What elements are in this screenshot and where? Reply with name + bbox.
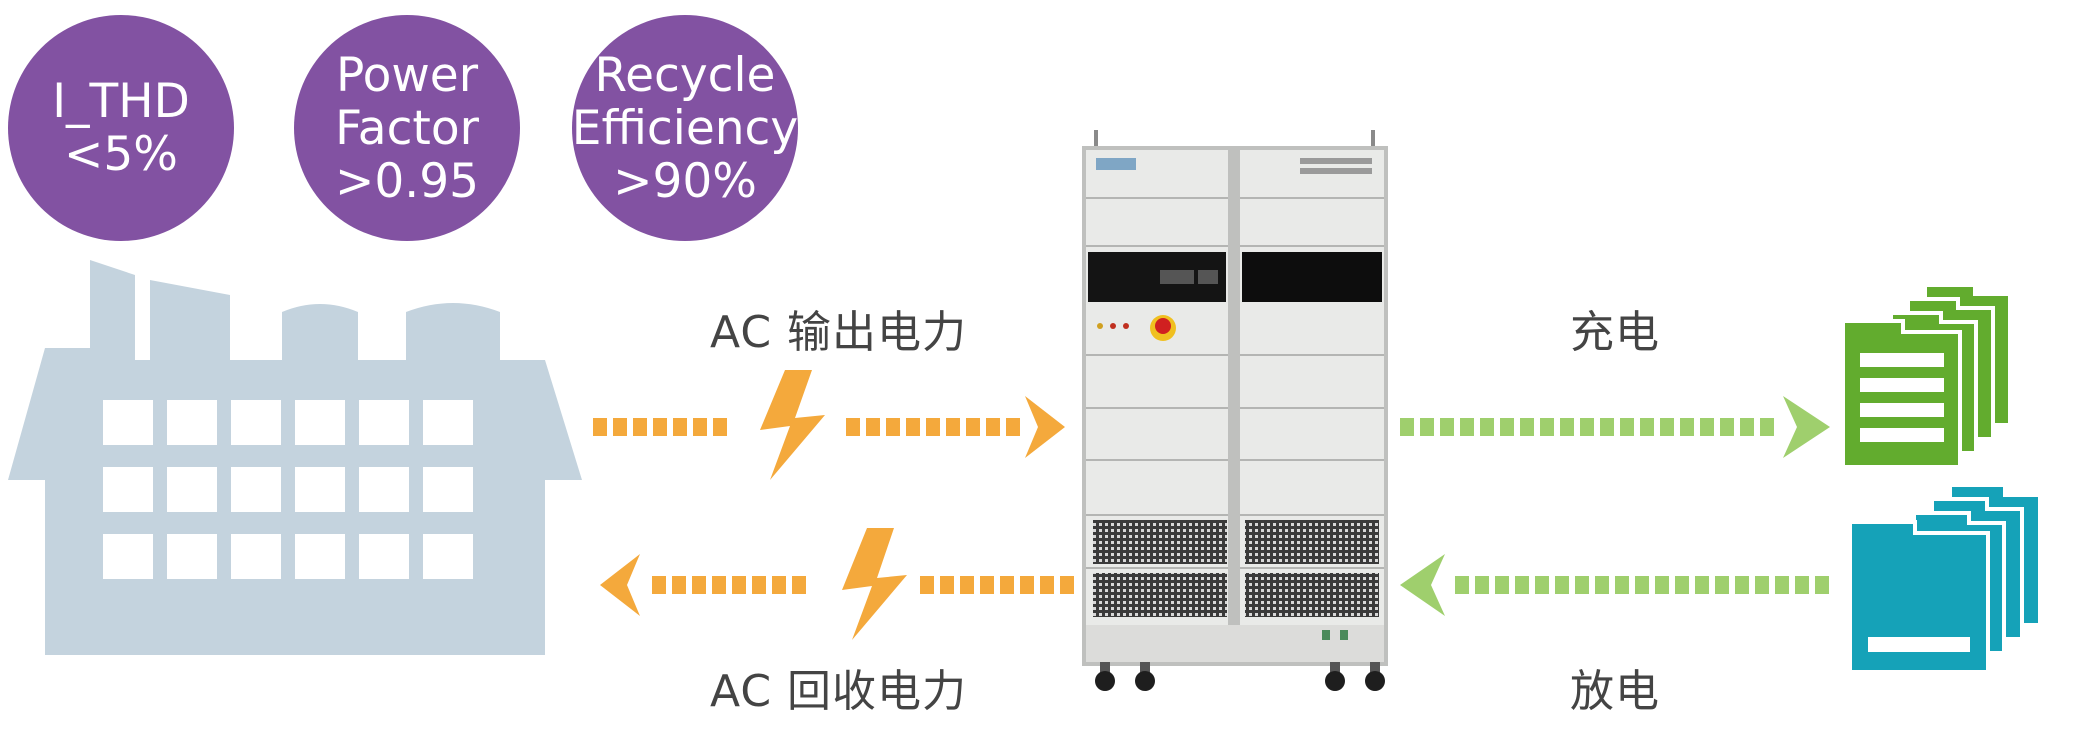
charged-battery [1841, 283, 2012, 469]
factory-icon [8, 260, 582, 655]
badge-ithd: I_THD <5% [8, 15, 234, 241]
label-ac-recycle: AC 回收电力 [710, 666, 968, 717]
lightning-icon [842, 528, 907, 640]
battery-stack-icon [1841, 283, 2042, 674]
badge-recycle-efficiency: Recycle Efficiency >90% [572, 15, 798, 241]
discharged-battery [1848, 483, 2042, 674]
badge-re-line3: >90% [613, 153, 757, 209]
badge-pf-line1: Power [335, 47, 479, 103]
label-ac-output: AC 输出电力 [710, 307, 968, 358]
badge-re-line1: Recycle [594, 47, 776, 103]
label-charge: 充电 [1570, 307, 1660, 358]
battery-tester-cabinet [1082, 130, 1388, 691]
charge-arrow [1400, 396, 1830, 458]
badge-ithd-line1: I_THD [52, 74, 190, 129]
badge-pf-line2: Factor [335, 100, 479, 156]
label-discharge: 放电 [1570, 666, 1660, 717]
ac-output-arrow [593, 396, 1065, 458]
badge-re-line2: Efficiency [571, 100, 799, 156]
ac-recycle-arrow [600, 554, 1074, 616]
badge-pf-line3: >0.95 [334, 153, 480, 209]
badge-power-factor: Power Factor >0.95 [294, 15, 520, 241]
lightning-icon [760, 370, 825, 480]
badge-ithd-line2: <5% [64, 127, 178, 182]
discharge-arrow [1400, 554, 1829, 616]
